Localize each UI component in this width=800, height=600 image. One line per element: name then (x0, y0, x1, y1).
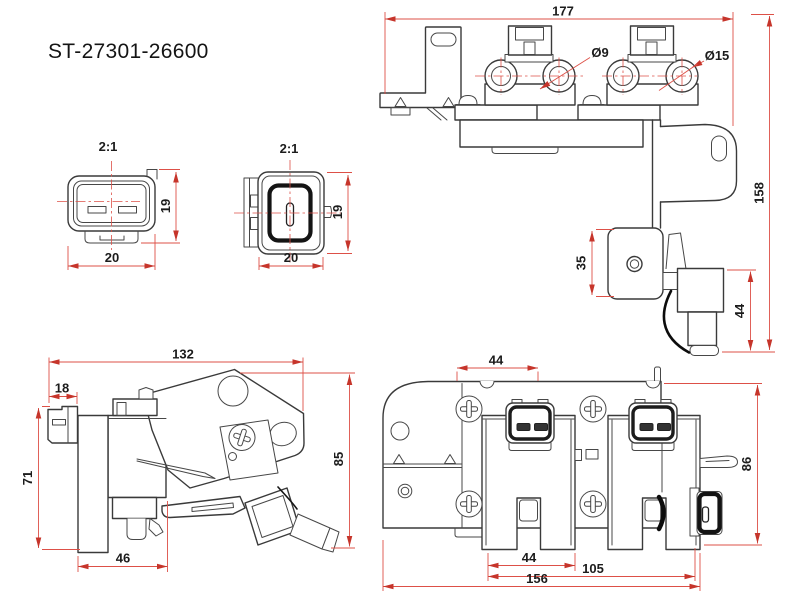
view-connector-side: 2:1 20 19 (234, 141, 352, 270)
condenser-body (244, 487, 301, 546)
ring-hole (397, 483, 413, 499)
dim-leg-span: 44 (522, 550, 537, 565)
dim-overall-width: 177 (552, 4, 574, 19)
dim-overall-height: 158 (752, 182, 767, 204)
terminal (534, 423, 548, 431)
tower-tip (126, 518, 147, 540)
view-side: 132 18 71 46 85 (20, 347, 355, 572)
dim-overall-width: 132 (172, 347, 194, 362)
left-bracket (379, 26, 462, 109)
condenser-body (676, 267, 725, 313)
rail-pad (577, 104, 661, 121)
mount-hole (626, 255, 643, 273)
dim-height: 71 (20, 471, 35, 485)
terminal (516, 423, 531, 431)
bolt-head (582, 95, 602, 105)
bolt-head (458, 95, 478, 105)
view-front: 44 86 44 105 156 (382, 353, 762, 591)
bracket-slot (711, 135, 727, 162)
terminal-pin (654, 366, 661, 384)
dim-tower-inner-dia: Ø9 (591, 45, 608, 60)
dim-condenser-height: 44 (732, 303, 747, 318)
dim-width: 20 (105, 250, 119, 265)
plate-notch (479, 380, 661, 389)
centerline (500, 57, 683, 95)
coil-connector-bottom (111, 496, 158, 520)
side-nub (323, 206, 332, 218)
dim-body-width: 46 (116, 551, 130, 566)
weld-marks (393, 454, 456, 464)
phillips-screw (579, 490, 607, 518)
dim-overall-width: 156 (526, 571, 548, 586)
spring-clip (136, 458, 216, 479)
latch (138, 387, 154, 399)
view-connector-front: 2:1 20 19 (57, 139, 180, 270)
connector-flange (146, 169, 158, 180)
dim-overall-height: 86 (739, 457, 754, 471)
rail (459, 119, 644, 148)
dim-width: 20 (284, 250, 298, 265)
dim-connector-depth: 18 (55, 381, 69, 396)
latch (243, 177, 259, 248)
phillips-screw (455, 395, 483, 423)
terminal (657, 423, 671, 431)
part-number: ST-27301-26600 (48, 40, 209, 63)
dim-top-pitch: 44 (489, 353, 504, 368)
condenser-bracket (607, 227, 664, 300)
rail-pad (454, 104, 538, 121)
view-top: 177 158 35 44 Ø9 Ø15 (379, 4, 775, 356)
wire-loop (656, 494, 666, 532)
phillips-screw (455, 490, 483, 518)
bracket-hole (217, 375, 249, 407)
phillips-screw (579, 395, 607, 423)
scale-label: 2:1 (99, 139, 118, 154)
dim-overall-height: 85 (331, 452, 346, 466)
leader-tower-inner (539, 57, 591, 90)
scale-label: 2:1 (280, 141, 299, 156)
right-bracket (659, 123, 738, 203)
terminal (639, 423, 654, 431)
mount-hole (390, 421, 410, 441)
bracket-foot (161, 495, 246, 519)
bracket-slot (430, 32, 457, 47)
pin-slot (118, 206, 137, 214)
weld-marks (394, 97, 455, 107)
condenser-stem (665, 232, 687, 270)
pin-slot (87, 206, 107, 214)
condenser-wire (662, 289, 691, 354)
dim-mount-span: 105 (582, 561, 604, 576)
dim-height: 19 (330, 205, 345, 219)
dim-bracket-height: 35 (574, 256, 589, 270)
dim-height: 19 (158, 199, 173, 213)
strap (651, 119, 662, 229)
condenser-wire (277, 486, 298, 510)
dim-tower-outer-dia: Ø15 (705, 48, 730, 63)
coil-body (77, 414, 109, 554)
side-tab (699, 455, 738, 468)
coil-connector-top (112, 398, 158, 417)
